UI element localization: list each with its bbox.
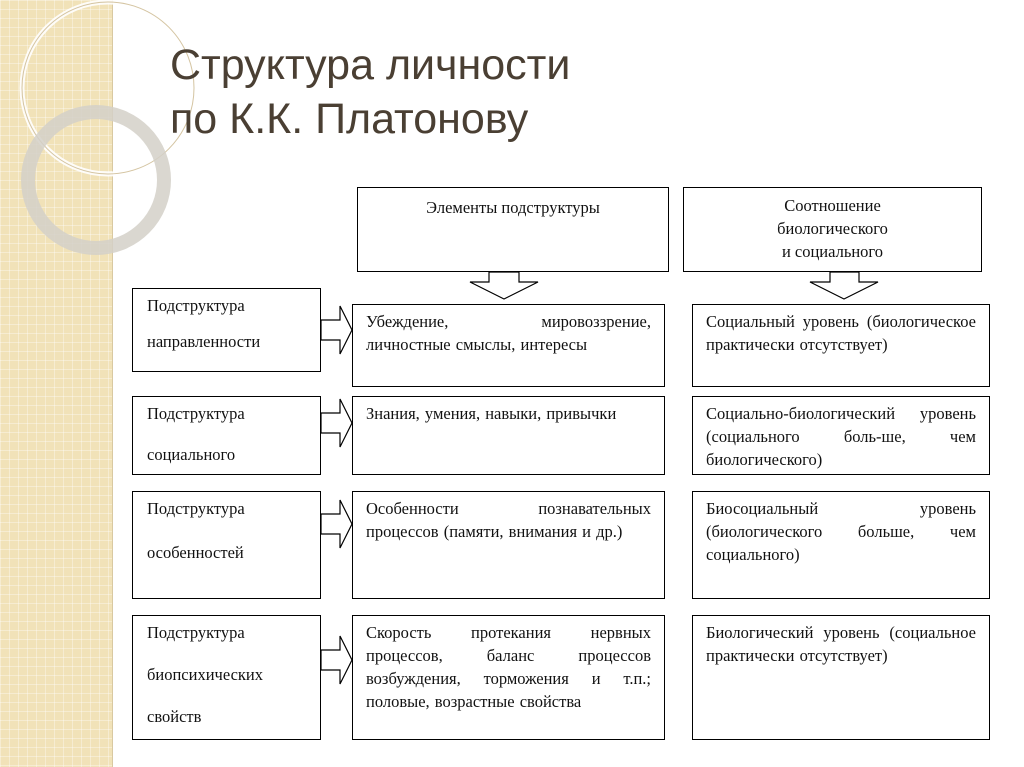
- row-3-elements-box: Особенности познавательных процессов (па…: [352, 491, 665, 599]
- row-3-ratio-text: Биосоциальный уровень (биологического бо…: [706, 499, 976, 564]
- decorative-rings: [19, 0, 197, 255]
- row-1-label-line-1: Подструктура: [147, 296, 245, 315]
- down-arrow-elements: [469, 271, 539, 300]
- row-1-ratio-text: Социальный уровень (биологическое практи…: [706, 312, 976, 354]
- title-line-1: Структура личности: [170, 41, 571, 89]
- row-4-elements-box: Скорость протекания нервных процессов, б…: [352, 615, 665, 740]
- row-2-elements-box: Знания, умения, навыки, привычки: [352, 396, 665, 475]
- row-4-label-line-2: биопсихических: [147, 665, 263, 684]
- row-4-label-line-1: Подструктура: [147, 623, 245, 642]
- page-title: Структура личности по К.К. Платонову: [170, 38, 570, 146]
- row-2-label-line-1: Подструктура: [147, 404, 245, 423]
- header-elements-text: Элементы подструктуры: [426, 198, 600, 217]
- row-3-elements-text: Особенности познавательных процессов (па…: [366, 499, 651, 541]
- down-arrow-ratio: [809, 271, 879, 300]
- side-strip-edge: [112, 0, 113, 767]
- row-2-label-box: Подструктура социального: [132, 396, 321, 475]
- row-4-ratio-box: Биологический уровень (социальное практи…: [692, 615, 990, 740]
- row-1-label-line-2: направленности: [147, 332, 261, 351]
- row-1-label-box: Подструктура направленности: [132, 288, 321, 372]
- header-ratio-line-3: и социального: [781, 242, 884, 261]
- right-arrow-row-2: [320, 398, 353, 448]
- row-1-elements-box: Убеждение, мировоззрение, личностные смы…: [352, 304, 665, 387]
- right-arrow-row-1: [320, 305, 353, 355]
- row-1-elements-text: Убеждение, мировоззрение, личностные смы…: [366, 312, 651, 354]
- row-2-label-line-2: социального: [147, 445, 236, 464]
- row-4-ratio-text: Биологический уровень (социальное практи…: [706, 623, 976, 665]
- row-1-ratio-box: Социальный уровень (биологическое практи…: [692, 304, 990, 387]
- row-2-elements-text: Знания, умения, навыки, привычки: [366, 404, 617, 423]
- header-ratio-line-1: Соотношение: [784, 196, 881, 215]
- header-ratio-line-2: биологического: [777, 219, 888, 238]
- right-arrow-row-4: [320, 635, 353, 685]
- header-ratio-box: Соотношение биологического и социального: [683, 187, 982, 272]
- row-2-ratio-box: Социально-биологический уровень (социаль…: [692, 396, 990, 475]
- header-elements-box: Элементы подструктуры: [357, 187, 669, 272]
- row-3-label-box: Подструктура особенностей: [132, 491, 321, 599]
- right-arrow-row-3: [320, 499, 353, 549]
- row-3-label-line-2: особенностей: [147, 543, 244, 562]
- row-3-label-line-1: Подструктура: [147, 499, 245, 518]
- row-4-elements-text: Скорость протекания нервных процессов, б…: [366, 623, 651, 711]
- row-3-ratio-box: Биосоциальный уровень (биологического бо…: [692, 491, 990, 599]
- row-4-label-box: Подструктура биопсихических свойств: [132, 615, 321, 740]
- title-line-2: по К.К. Платонову: [170, 95, 529, 143]
- row-4-label-line-3: свойств: [147, 707, 202, 726]
- row-2-ratio-text: Социально-биологический уровень (социаль…: [706, 404, 976, 469]
